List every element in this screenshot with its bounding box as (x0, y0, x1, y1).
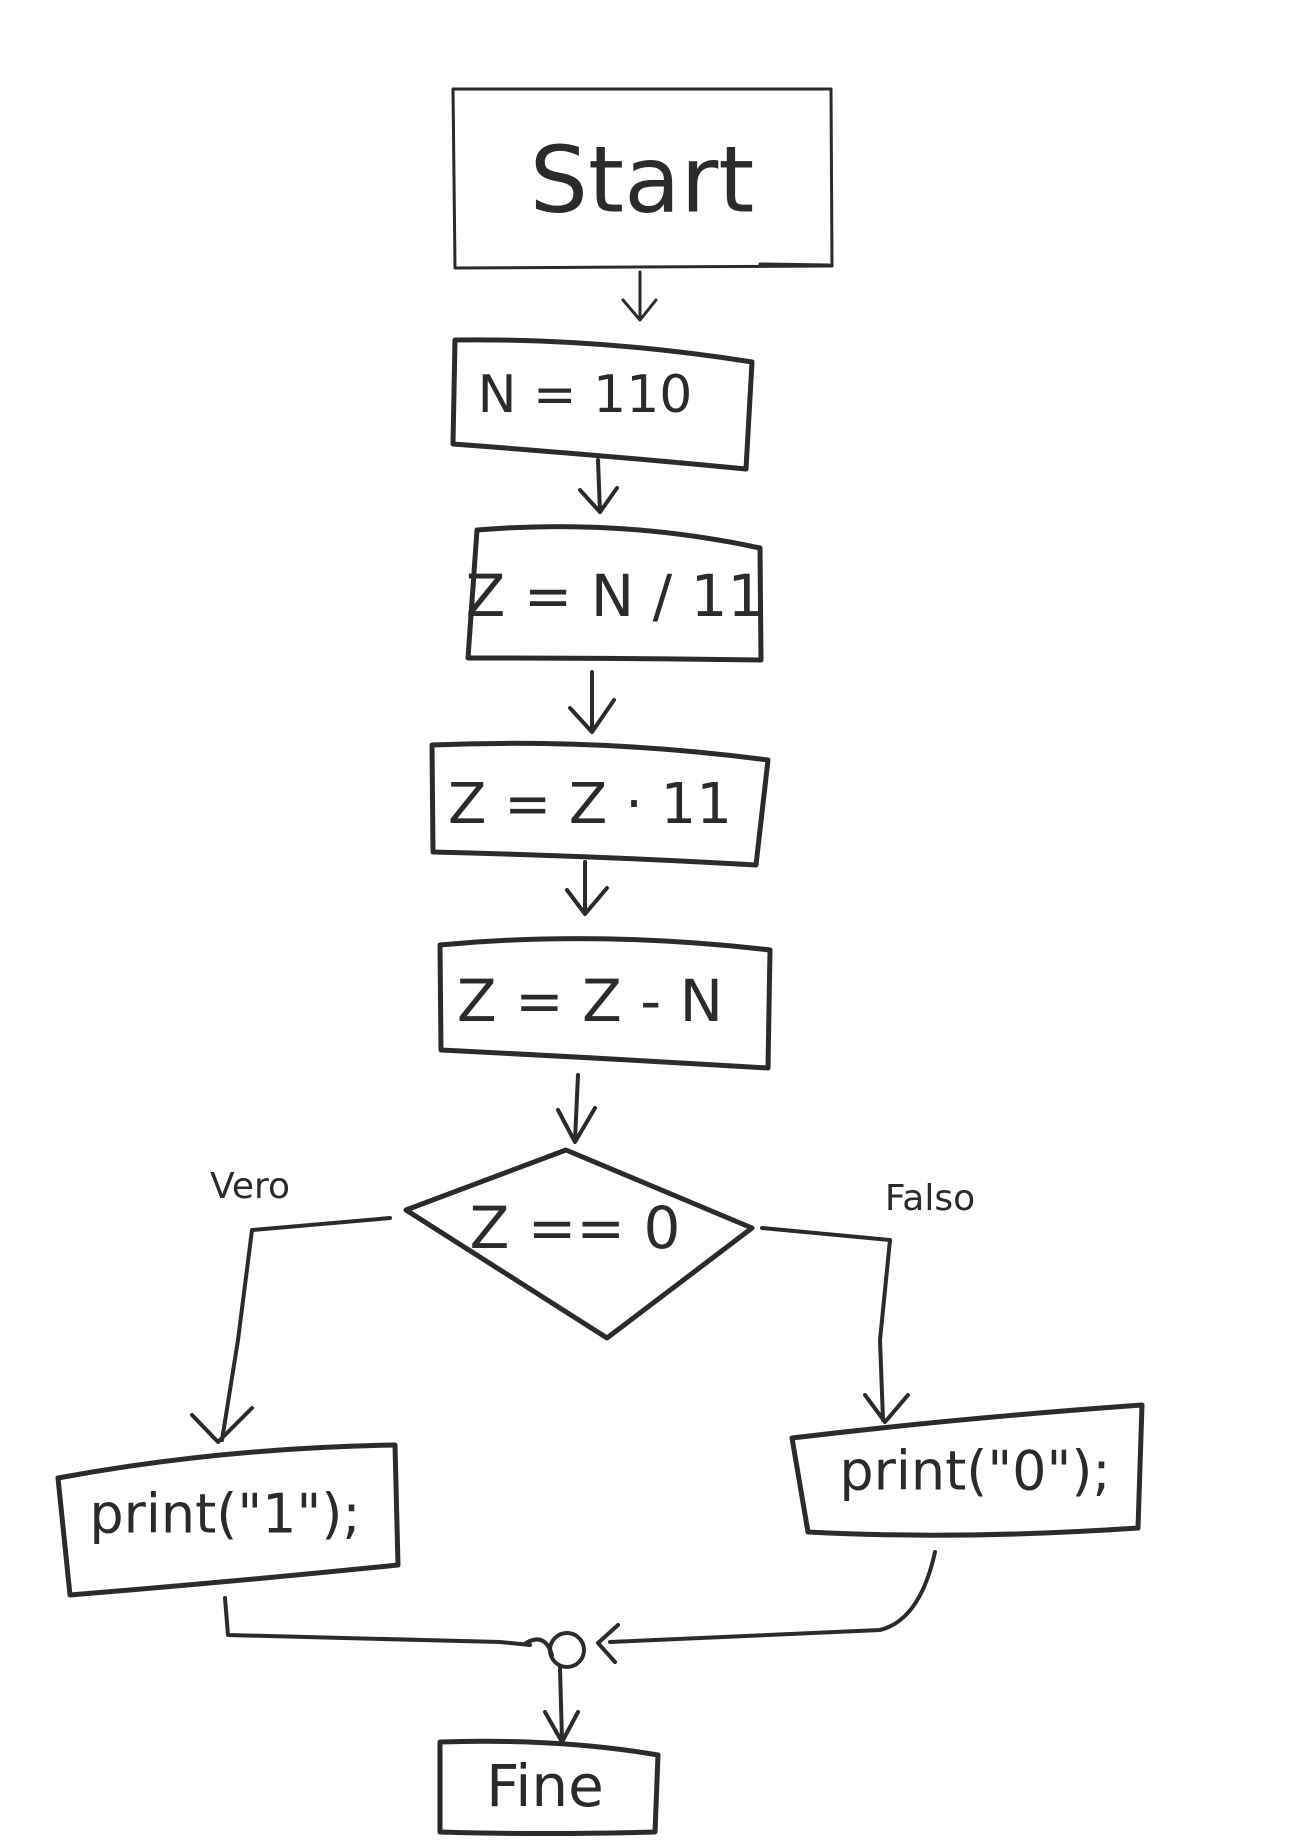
false-branch-label: Falso (885, 1178, 975, 1219)
arrow-assign-to-divide (578, 458, 619, 514)
start-node: Start (451, 87, 834, 270)
arrow-divide-to-multiply (568, 670, 616, 734)
divide-label: Z = N / 11 (466, 562, 765, 630)
assign-n-node: N = 110 (450, 337, 755, 472)
subtract-label: Z = Z - N (457, 967, 723, 1035)
arrow-start-to-assign (621, 270, 658, 322)
arrow-false-branch (760, 1226, 910, 1424)
arrow-join-to-end (543, 1666, 580, 1744)
arrow-subtract-to-condition (556, 1073, 597, 1144)
arrow-true-branch (190, 1216, 392, 1444)
true-branch-label: Vero (210, 1166, 290, 1207)
join-connector (223, 1550, 937, 1669)
start-label: Start (530, 126, 755, 233)
print-true-label: print("1"); (89, 1483, 360, 1546)
end-label: Fine (486, 1752, 604, 1820)
print-true-node: print("1"); (55, 1442, 401, 1598)
assign-n-label: N = 110 (478, 365, 693, 425)
condition-label: Z == 0 (470, 1194, 681, 1262)
end-node: Fine (437, 1738, 661, 1836)
multiply-label: Z = Z · 11 (448, 772, 732, 837)
divide-node: Z = N / 11 (465, 524, 765, 663)
print-false-label: print("0"); (839, 1440, 1110, 1503)
condition-node: Z == 0 (403, 1147, 755, 1341)
multiply-node: Z = Z · 11 (429, 740, 771, 868)
subtract-node: Z = Z - N (437, 936, 773, 1071)
arrow-multiply-to-subtract (565, 860, 609, 916)
print-false-node: print("0"); (789, 1402, 1145, 1538)
